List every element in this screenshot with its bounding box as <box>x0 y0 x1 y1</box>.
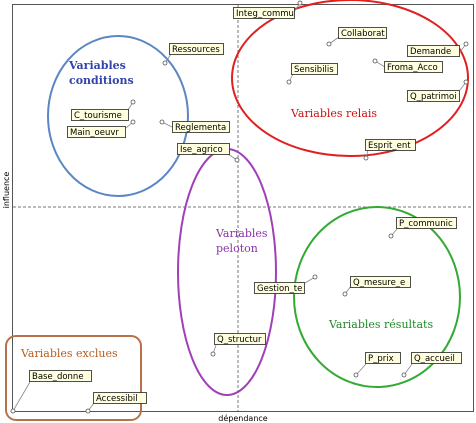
group-conditions-ellipse <box>47 35 189 197</box>
variable-label: C_tourisme <box>74 111 122 121</box>
variable-label: Ise_agrico <box>180 145 223 155</box>
variable-c-tourisme: C_tourisme <box>71 99 136 121</box>
variable-label: Collaborat <box>341 29 385 39</box>
variable-ressources: Ressources <box>162 43 224 66</box>
variable-sensibilis: Sensibilis <box>286 63 338 85</box>
group-conditions-label-line1: Variables <box>68 59 126 72</box>
y-axis-label: influence <box>2 172 11 209</box>
variable-label: Q_accueil <box>414 354 455 364</box>
variable-base-donne: Base_donne <box>10 370 92 414</box>
variable-integ-commu: Integ_commu <box>233 0 303 19</box>
variable-label: Gestion_te <box>257 284 302 294</box>
group-resultats-label: Variables résultats <box>328 318 433 331</box>
group-peloton-ellipse <box>177 148 277 396</box>
variable-label: Accessibil <box>96 394 138 404</box>
variable-froma-acco: Froma_Acco <box>372 58 443 73</box>
variable-label: Integ_commu <box>236 9 294 19</box>
variable-main-oeuvr: Main_oeuvr <box>67 119 136 138</box>
variable-label: Q_structur <box>217 335 262 345</box>
variable-p-prix: P_prix <box>353 352 401 378</box>
plot-frame <box>12 4 474 412</box>
variable-label: P_prix <box>368 354 394 364</box>
group-exclues-box <box>5 335 142 421</box>
variable-label: Esprit_ent <box>368 141 411 151</box>
variable-q-mesure-e: Q_mesure_e <box>342 276 411 297</box>
group-peloton-label-line2: peloton <box>216 242 258 255</box>
variable-reglementa: Reglementa <box>159 119 230 133</box>
variable-label: Q_patrimoi <box>410 92 457 102</box>
variable-esprit-ent: Esprit_ent <box>363 139 416 161</box>
variable-ise-agrico: Ise_agrico <box>177 143 240 163</box>
variable-label: Reglementa <box>175 123 226 133</box>
group-conditions-label-line2: conditions <box>69 74 134 87</box>
variable-label: P_communic <box>399 219 453 229</box>
variable-label: Ressources <box>172 45 220 55</box>
variable-q-patrimoi: Q_patrimoi <box>407 79 469 102</box>
variable-label: Froma_Acco <box>387 63 438 73</box>
variable-q-accueil: Q_accueil <box>401 352 462 378</box>
variable-demande: Demande <box>407 41 469 57</box>
x-axis-label: dépendance <box>218 413 268 423</box>
group-relais-ellipse <box>231 0 469 157</box>
variable-gestion-te: Gestion_te <box>254 274 318 294</box>
group-relais-label: Variables relais <box>290 107 377 120</box>
variable-label: Q_mesure_e <box>353 278 405 288</box>
group-peloton-label-line1: Variables <box>215 227 268 240</box>
variable-label: Demande <box>410 47 451 57</box>
variable-accessibil: Accessibil <box>85 392 147 414</box>
variable-collaborat: Collaborat <box>326 27 387 47</box>
variable-p-communic: P_communic <box>388 217 457 239</box>
variable-label: Base_donne <box>32 372 84 382</box>
variable-label: Main_oeuvr <box>70 128 119 138</box>
group-resultats-ellipse <box>293 206 461 388</box>
variable-q-structur: Q_structur <box>210 333 266 357</box>
variable-label: Sensibilis <box>294 65 334 75</box>
group-exclues-label: Variables exclues <box>20 347 118 360</box>
